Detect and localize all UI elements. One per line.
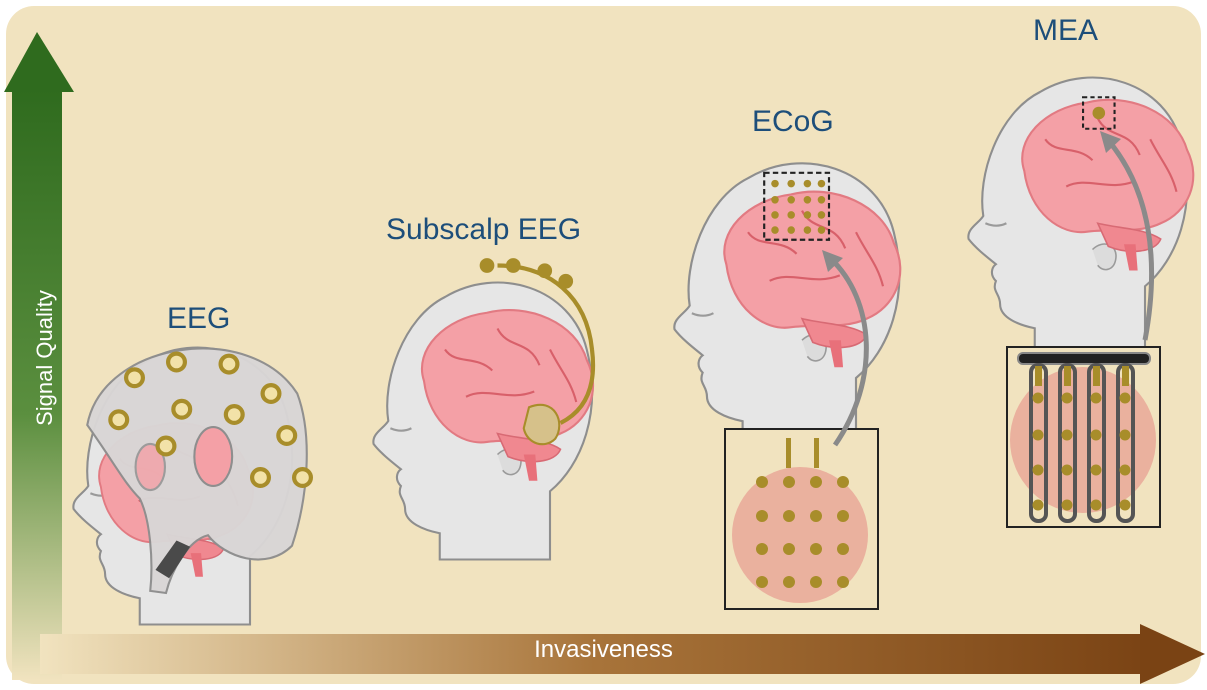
ecog-label: ECoG (752, 105, 834, 139)
ecog-grid-inset (725, 429, 878, 609)
eeg-label: EEG (167, 302, 230, 336)
y-axis-label: Signal Quality (32, 238, 58, 478)
mea-label: MEA (1033, 14, 1098, 48)
subscalp-eeg-label: Subscalp EEG (386, 213, 581, 247)
mea-array-inset (1007, 347, 1160, 527)
